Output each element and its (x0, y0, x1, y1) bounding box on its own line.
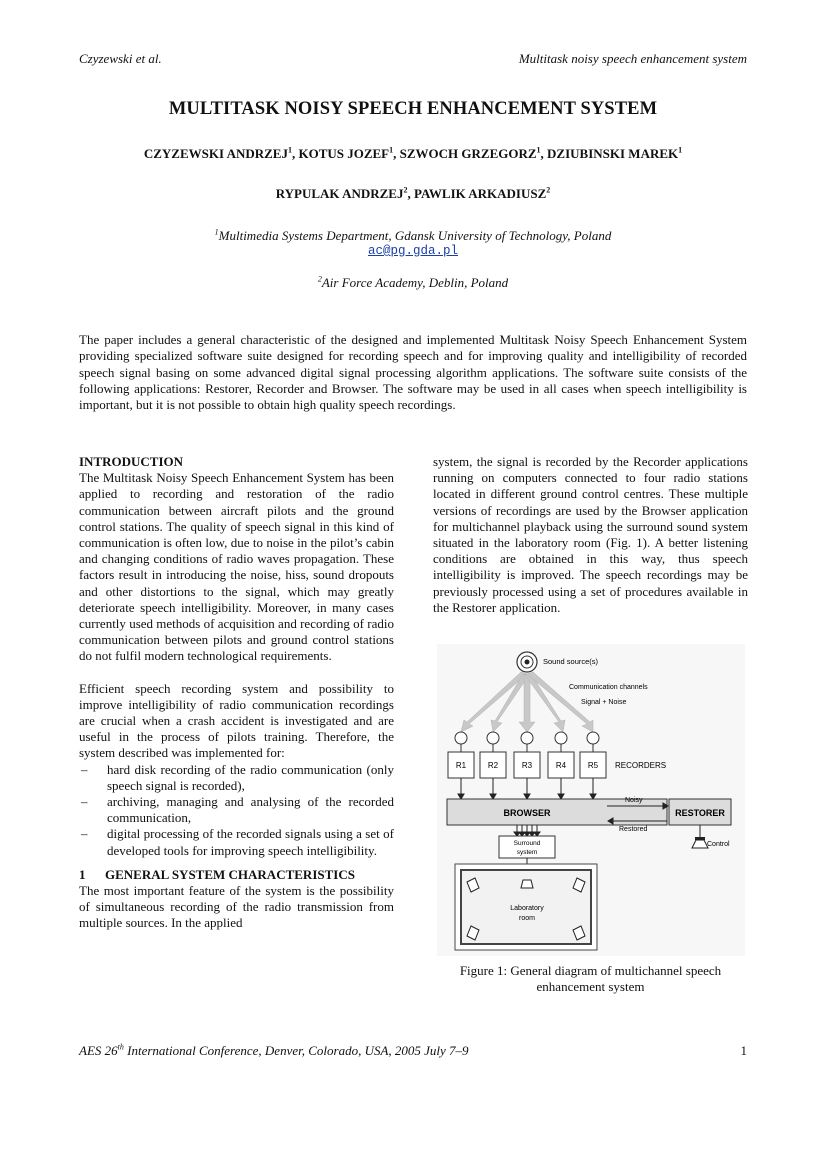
control-label: Control (707, 841, 730, 848)
footer-conf-post: International Conference, Denver, Colora… (123, 1043, 469, 1058)
introduction-heading: INTRODUCTION (79, 454, 184, 469)
list-item: digital processing of the recorded signa… (79, 826, 394, 858)
restored-label: Restored (619, 826, 648, 833)
recorder-box (447, 751, 475, 779)
comm-channels-label: Communication channels (569, 684, 648, 691)
recorder-label: R3 (522, 761, 533, 770)
affiliation-2: 2Air Force Academy, Deblin, Poland (0, 275, 826, 291)
recorder-to-browser-arrows (457, 778, 597, 800)
section-1-paragraph-cont: system, the signal is recorded by the Re… (433, 454, 748, 615)
section-1-heading: 1 GENERAL SYSTEM CHARACTERISTICS (79, 867, 394, 883)
purpose-list: hard disk recording of the radio communi… (79, 762, 394, 859)
surround-label-2: system (517, 849, 538, 856)
recorder-boxes (447, 751, 607, 779)
footer-conference: AES 26th International Conference, Denve… (79, 1043, 469, 1059)
section-number: 1 (79, 866, 86, 882)
email-link[interactable]: ac@pg.gda.pl (367, 244, 458, 258)
author-name: SZWOCH GRZEGORZ (399, 146, 537, 161)
lab-room-label: Laboratory (510, 905, 544, 912)
author-sup: 2 (546, 185, 551, 195)
authors-line-2: RYPULAK ANDRZEJ2, PAWLIK ARKADIUSZ2 (275, 185, 551, 201)
restorer-label: RESTORER (675, 808, 725, 818)
author-name: RYPULAK ANDRZEJ (275, 186, 404, 201)
running-header-right: Multitask noisy speech enhancement syste… (518, 51, 747, 66)
author-sup: 1 (536, 145, 541, 155)
author-name: PAWLIK ARKADIUSZ (413, 186, 547, 201)
section-1-paragraph-start: The most important feature of the system… (79, 883, 394, 931)
author-name: KOTUS JOZEF (298, 146, 390, 161)
control-speaker-icon (691, 837, 709, 849)
intro-paragraph-1: The Multitask Noisy Speech Enhancement S… (79, 470, 394, 664)
browser-restorer-arrows (607, 802, 669, 825)
paper-title: MULTITASK NOISY SPEECH ENHANCEMENT SYSTE… (168, 99, 658, 119)
recorder-label: R5 (588, 761, 599, 770)
right-column: system, the signal is recorded by the Re… (433, 454, 748, 616)
author-sup: 1 (287, 145, 292, 155)
recorder-box (479, 751, 507, 779)
system-diagram: Sound source(s) Communication channels S… (437, 644, 745, 956)
footer-conf-pre: AES 26 (79, 1043, 118, 1058)
affiliation-text: Multimedia Systems Department, Gdansk Un… (218, 228, 612, 243)
recorder-label: R1 (456, 761, 467, 770)
lab-room-label-2: room (519, 915, 535, 922)
figure-caption: Figure 1: General diagram of multichanne… (459, 963, 722, 994)
sound-source-icon (516, 651, 538, 673)
list-item: archiving, managing and analysing of the… (79, 794, 394, 826)
section-title: GENERAL SYSTEM CHARACTERISTICS (105, 866, 355, 882)
author-name: DZIUBINSKI MAREK (547, 146, 679, 161)
affiliation-1: 1Multimedia Systems Department, Gdansk U… (0, 228, 826, 244)
running-header-left: Czyzewski et al. (79, 51, 162, 66)
surround-label: Surround (514, 840, 541, 847)
signal-arrows (460, 671, 594, 733)
microphone-icons (454, 731, 600, 752)
intro-paragraph-2: Efficient speech recording system and po… (79, 680, 394, 761)
recorder-box (579, 751, 607, 779)
author-name: CZYZEWSKI ANDRZEJ (143, 146, 288, 161)
affiliation-sup: 2 (317, 274, 322, 284)
sound-source-label: Sound source(s) (543, 657, 599, 666)
recorder-label: R2 (488, 761, 499, 770)
affiliation-sup: 1 (214, 227, 219, 237)
author-sup: 1 (389, 145, 394, 155)
authors-line-1: CZYZEWSKI ANDRZEJ1, KOTUS JOZEF1, SZWOCH… (143, 145, 683, 161)
noisy-label: Noisy (625, 797, 643, 804)
browser-label: BROWSER (504, 808, 552, 818)
list-item: hard disk recording of the radio communi… (79, 762, 394, 794)
footer-conf-sup: th (117, 1042, 124, 1052)
recorder-label: R4 (556, 761, 567, 770)
left-column: INTRODUCTION The Multitask Noisy Speech … (79, 454, 394, 932)
recorder-box (513, 751, 541, 779)
affiliation-text: Air Force Academy, Deblin, Poland (321, 275, 509, 290)
recorders-label: RECORDERS (615, 761, 666, 770)
page-number: 1 (740, 1043, 748, 1058)
abstract: The paper includes a general characteris… (79, 332, 747, 413)
author-sup: 1 (678, 145, 683, 155)
signal-noise-label: Signal + Noise (581, 699, 626, 706)
room-speaker-icons (466, 877, 586, 941)
browser-to-surround-arrows (513, 825, 541, 837)
author-sup: 2 (403, 185, 408, 195)
restorer-box (668, 798, 732, 826)
